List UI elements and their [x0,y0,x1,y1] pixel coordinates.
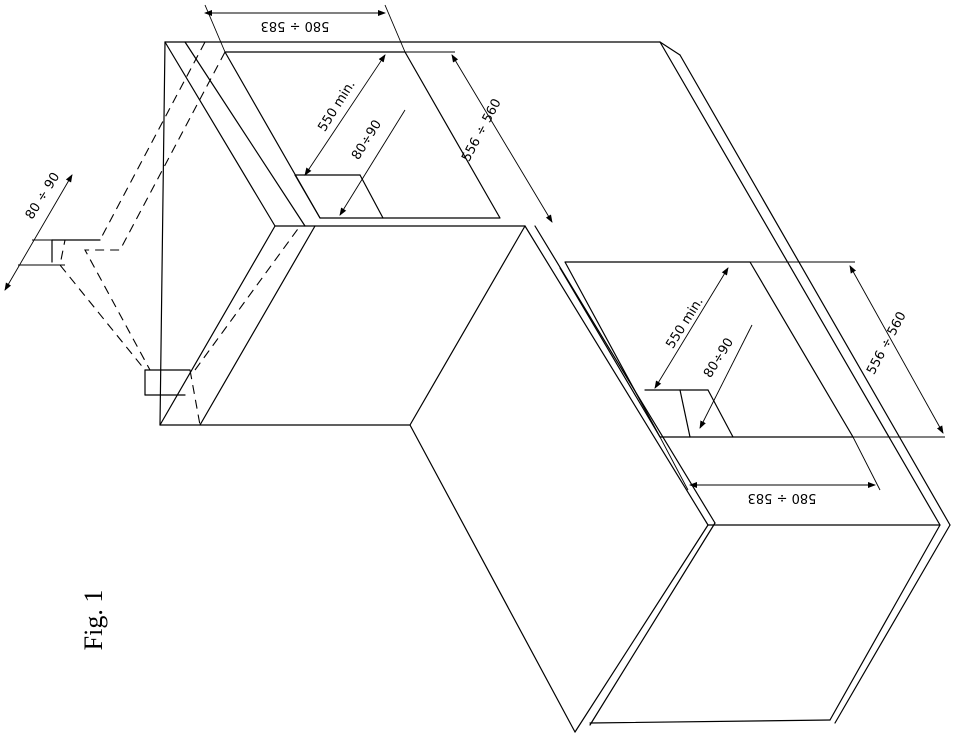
lower-slab-diagonal [409,424,576,733]
upper-width-label: 580 ÷ 583 [261,18,330,33]
upper-cabinet-panel-line [184,41,306,227]
lower-niche-step-3 [679,389,691,438]
upper-niche-step-2 [359,174,384,219]
upper-cabinet-left-side [159,41,526,426]
upper-depth-label: 556 ÷ 560 [459,96,505,164]
lower-height-label: 550 min. [663,295,706,352]
lower-width-ext-left [659,436,689,491]
upper-hidden-vent-line [194,225,301,371]
upper-side-vent-label: 80 ÷ 90 [23,170,63,222]
lower-depth-dim-line [849,265,944,434]
lower-height-dim-line [654,267,729,389]
lower-back-edge [659,41,941,526]
upper-dimensions: 580 ÷ 583 556 ÷ 560 550 min. 80÷90 80 ÷ … [4,4,553,291]
upper-cabinet [51,41,661,426]
lower-cabinet [409,41,951,733]
upper-niche-step-3 [294,174,321,219]
upper-hidden-vent-inner [84,51,226,371]
lower-back-edge-inner [679,54,951,526]
lower-side-back-outer [834,524,951,724]
lower-front-edge [524,225,709,526]
upper-cabinet-back-edge [164,41,276,227]
upper-side-vent-dim-line [4,174,73,291]
upper-cabinet-inner-front [199,225,316,426]
lower-width-ext-right [852,436,881,491]
upper-vent-label: 80÷90 [349,118,385,163]
lower-niche-rim [559,267,661,438]
lower-side-back [829,524,941,721]
upper-cabinet-front-vertical [159,225,276,426]
figure-caption: Fig. 1 [79,590,108,651]
lower-depth-label: 556 ÷ 560 [864,309,910,377]
lower-top-step [659,41,681,56]
upper-width-ext-right [384,4,406,53]
lower-vent-label: 80÷90 [701,336,737,381]
lower-side-front-inner [589,522,716,726]
upper-height-label: 550 min. [315,78,358,135]
lower-dimensions: 580 ÷ 583 556 ÷ 560 550 min. 80÷90 [654,261,945,505]
upper-hidden-vent-outline [59,41,206,426]
lower-vent-dim-line [699,324,753,429]
lower-base-edge [589,719,831,724]
upper-height-dim-line [304,54,386,176]
lower-side-front [574,524,709,733]
upper-vent-dim-line [339,109,406,216]
lower-width-label: 580 ÷ 583 [748,490,817,505]
upper-depth-dim-line [451,54,553,223]
lower-niche-step-2 [707,389,734,438]
upper-width-ext-left [204,4,226,53]
